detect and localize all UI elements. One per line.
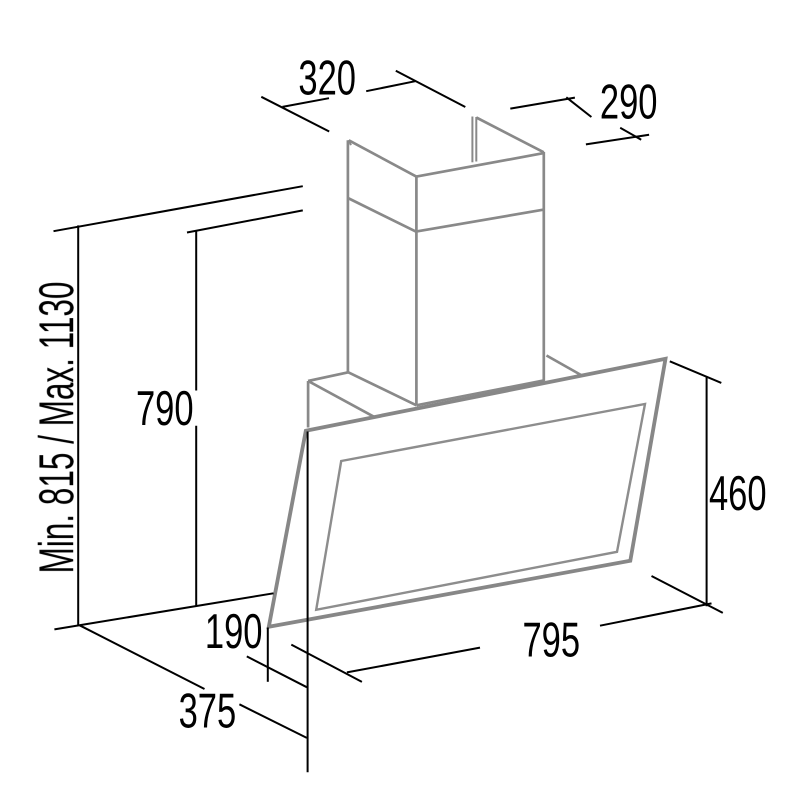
- svg-text:460: 460: [709, 467, 767, 521]
- svg-text:790: 790: [136, 382, 194, 436]
- svg-text:290: 290: [600, 75, 658, 129]
- svg-text:795: 795: [522, 614, 580, 668]
- svg-text:320: 320: [298, 51, 356, 105]
- svg-text:Min. 815 / Max. 1130: Min. 815 / Max. 1130: [30, 282, 84, 574]
- svg-text:375: 375: [179, 685, 237, 739]
- svg-text:190: 190: [205, 605, 263, 659]
